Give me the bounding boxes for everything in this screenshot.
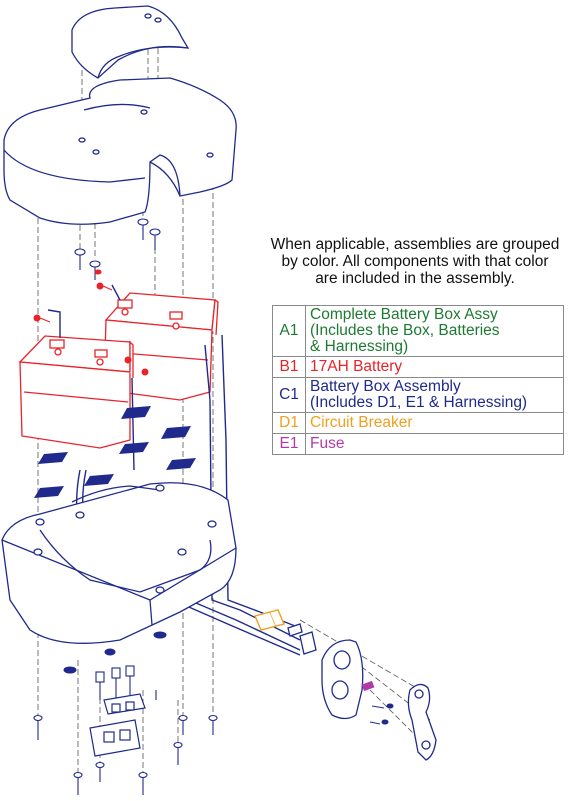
note-line: When applicable, assemblies are grouped — [270, 236, 560, 253]
legend-text: Complete Battery Box Assy — [310, 306, 498, 323]
lid-screws — [74, 218, 161, 280]
legend-row-d1: D1 Circuit Breaker — [272, 412, 564, 434]
top-cap — [71, 5, 190, 79]
legend-description: 17AH Battery — [305, 356, 564, 378]
assembly-legend-table: A1 Complete Battery Box Assy (Includes t… — [272, 305, 564, 455]
battery-terminal-screws — [33, 282, 149, 376]
legend-code: E1 — [272, 433, 306, 455]
battery-box-tray — [1, 482, 237, 644]
fuse — [361, 680, 375, 692]
legend-description: Complete Battery Box Assy (Includes the … — [305, 305, 564, 357]
battery-box-lid — [3, 77, 237, 225]
fuse-holder — [407, 683, 437, 761]
connector-brackets — [89, 693, 146, 757]
assembly-color-note: When applicable, assemblies are grouped … — [248, 236, 582, 287]
legend-code: A1 — [272, 305, 306, 357]
legend-row-c1: C1 Battery Box Assembly (Includes D1, E1… — [272, 377, 564, 413]
panel-screws — [369, 703, 394, 725]
side-panel-cover — [287, 623, 364, 720]
note-line: are included in the assembly. — [315, 270, 515, 287]
legend-row-a1: A1 Complete Battery Box Assy (Includes t… — [272, 305, 564, 357]
note-line: by color. All components with that color — [281, 253, 549, 270]
legend-code: C1 — [272, 377, 306, 413]
bottom-mounts — [63, 631, 167, 674]
legend-text: Fuse — [310, 435, 345, 452]
legend-code: D1 — [272, 412, 306, 434]
legend-code: B1 — [272, 356, 306, 378]
legend-text: (Includes the Box, Batteries — [310, 322, 500, 339]
circuit-breaker — [254, 609, 285, 631]
legend-row-e1: E1 Fuse — [272, 433, 564, 455]
legend-text: (Includes D1, E1 & Harnessing) — [310, 394, 528, 411]
bottom-hardware — [33, 665, 218, 795]
legend-description: Fuse — [305, 433, 564, 455]
legend-description: Circuit Breaker — [305, 412, 564, 434]
legend-row-b1: B1 17AH Battery — [272, 356, 564, 378]
legend-text: Circuit Breaker — [310, 414, 413, 431]
legend-text: & Harnessing) — [310, 338, 409, 355]
front-battery — [18, 335, 134, 449]
legend-description: Battery Box Assembly (Includes D1, E1 & … — [305, 377, 564, 413]
legend-text: Battery Box Assembly — [310, 378, 461, 395]
legend-text: 17AH Battery — [310, 358, 403, 375]
